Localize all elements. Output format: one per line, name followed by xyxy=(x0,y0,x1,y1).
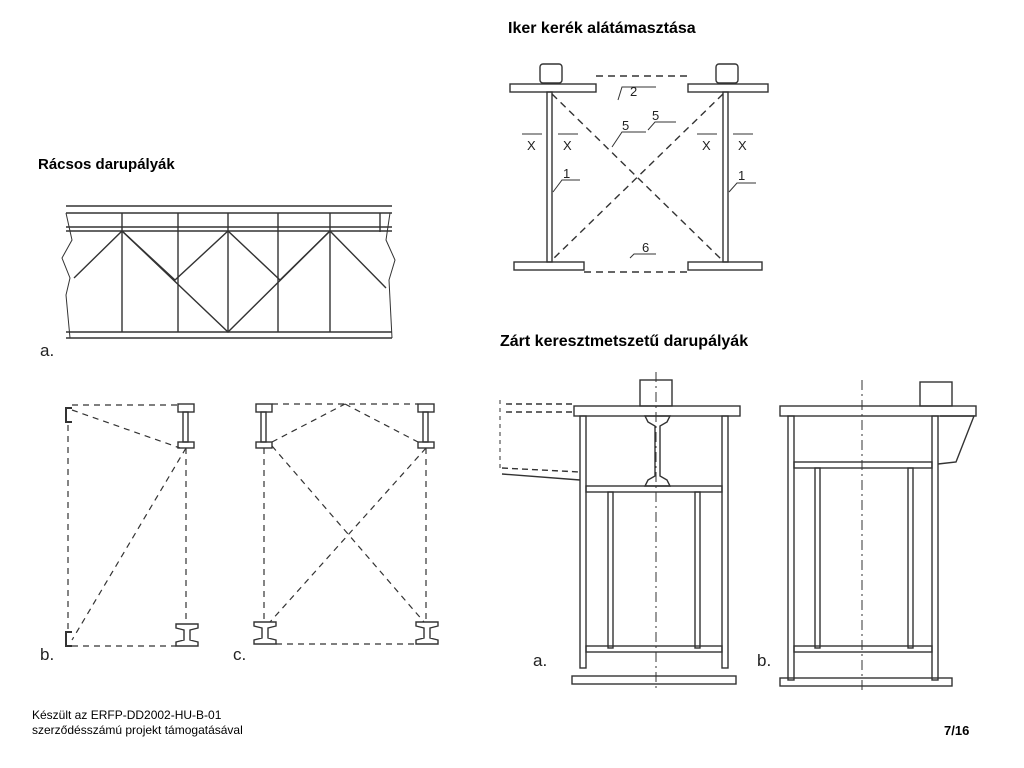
label-zart-a: a. xyxy=(533,651,547,670)
web-right xyxy=(722,91,729,263)
footer-credit: Készült az ERFP-DD2002-HU-B-01 szerződés… xyxy=(32,708,243,738)
page-indicator: 7/16 xyxy=(944,723,970,738)
bottom-flange-right xyxy=(687,261,763,271)
truss-upper-diagonals xyxy=(73,230,387,289)
label-iker-1a: 1 xyxy=(563,166,570,181)
diagram-iker-kerek xyxy=(509,63,769,273)
rail-left xyxy=(539,63,563,84)
bracing-lines xyxy=(551,75,724,273)
heading-iker-kerek: Iker kerék alátámasztása xyxy=(508,20,696,37)
label-iker-2: 2 xyxy=(630,84,637,99)
bottom-flange-left xyxy=(513,261,585,271)
diagram-zart-a xyxy=(499,372,741,692)
label-iker-5b: 5 xyxy=(652,108,659,123)
truss-lower-diagonals xyxy=(121,230,331,333)
label-iker-x1: X xyxy=(527,138,536,153)
label-racsos-b: b. xyxy=(40,645,54,664)
footer-line-2: szerződésszámú projekt támogatásával xyxy=(32,723,243,737)
diagram-racsos-c xyxy=(253,403,439,645)
label-iker-x2: X xyxy=(563,138,572,153)
label-iker-6: 6 xyxy=(642,240,649,255)
top-flange-left xyxy=(509,83,597,93)
label-iker-x4: X xyxy=(738,138,747,153)
top-chord-section xyxy=(177,403,195,413)
label-racsos-a: a. xyxy=(40,341,54,360)
truss-verticals xyxy=(121,213,381,332)
diagram-racsos-a xyxy=(61,205,396,339)
diagram-racsos-b xyxy=(65,403,199,647)
label-racsos-c: c. xyxy=(233,645,246,664)
web-a-right xyxy=(721,415,729,669)
label-iker-1b: 1 xyxy=(738,168,745,183)
heading-zart-keresztmetszetu: Zárt keresztmetszetű darupályák xyxy=(500,333,749,350)
diagram-zart-b xyxy=(779,380,977,692)
label-iker-5a: 5 xyxy=(622,118,629,133)
web-left xyxy=(546,91,553,263)
rail-right xyxy=(715,63,739,84)
top-flange-right xyxy=(687,83,769,93)
label-iker-x3: X xyxy=(702,138,711,153)
web-a-left xyxy=(579,415,587,669)
inner-i-beam xyxy=(643,415,672,487)
rail-block-b xyxy=(919,381,953,407)
heading-racsos-darupalyak: Rácsos darupályák xyxy=(38,156,175,173)
footer-line-1: Készült az ERFP-DD2002-HU-B-01 xyxy=(32,708,222,722)
bottom-chord-section xyxy=(175,623,199,647)
label-zart-b: b. xyxy=(757,651,771,670)
